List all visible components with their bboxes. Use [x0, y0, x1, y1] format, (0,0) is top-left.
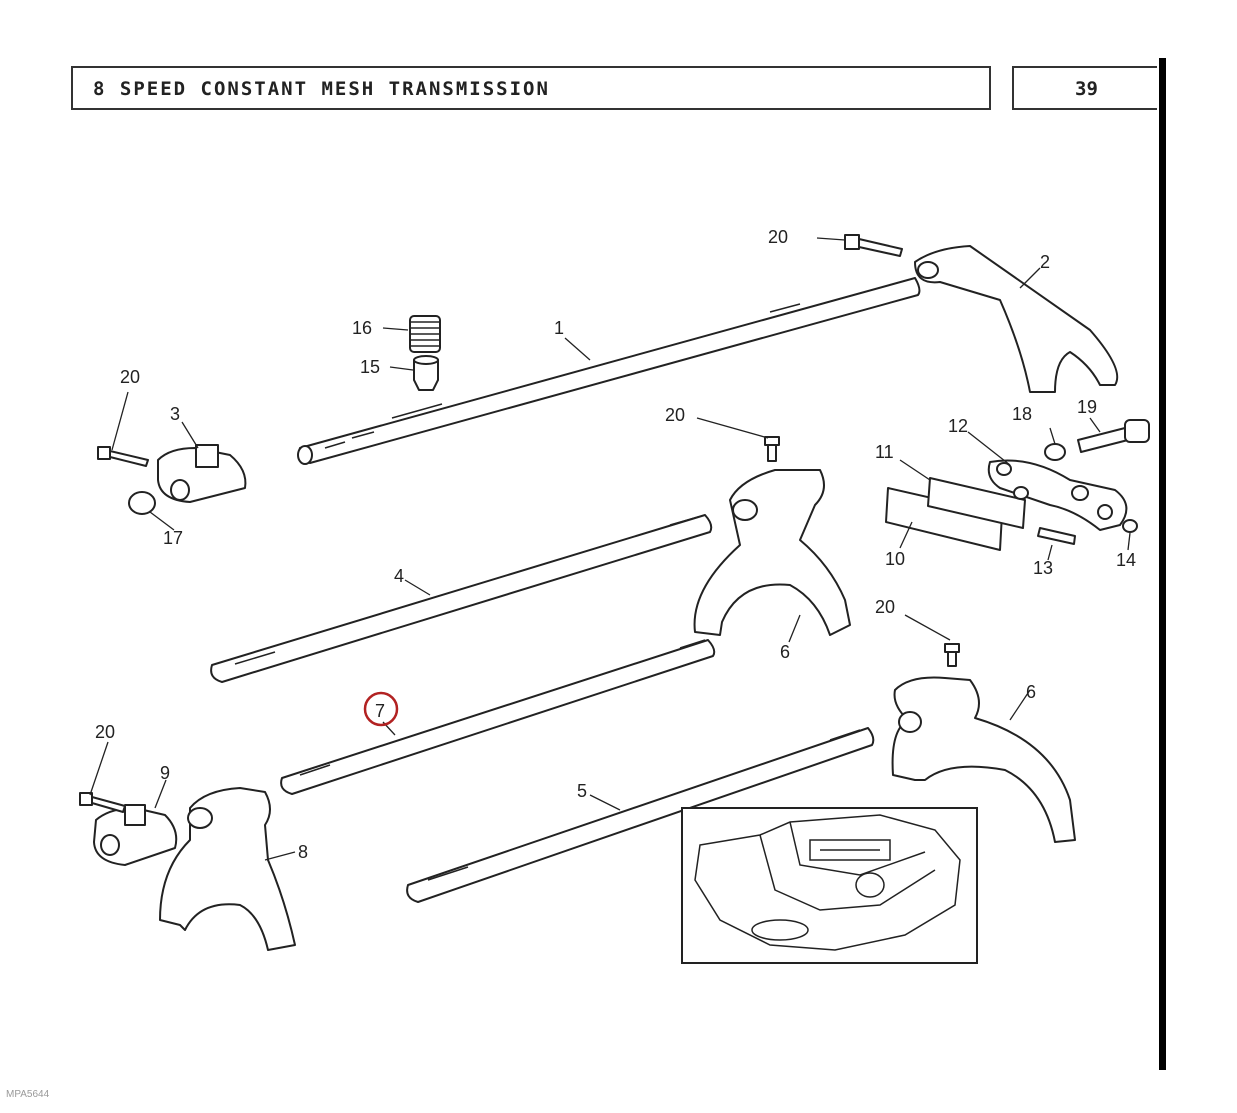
bolt-20-left-bottom[interactable] — [79, 792, 126, 813]
callout-13[interactable]: 13 — [1033, 558, 1053, 578]
shift-fork-8[interactable] — [159, 787, 296, 951]
callout-6-lower[interactable]: 6 — [1026, 682, 1036, 702]
callout-14[interactable]: 14 — [1116, 550, 1136, 570]
callout-20-left-top[interactable]: 20 — [120, 367, 140, 387]
gearbox-housing-inset[interactable] — [681, 807, 978, 964]
callout-12[interactable]: 12 — [948, 416, 968, 436]
callout-2[interactable]: 2 — [1040, 252, 1050, 272]
selector-rod-7[interactable] — [280, 639, 716, 795]
shift-fork-2[interactable] — [914, 245, 1119, 393]
callout-3[interactable]: 3 — [170, 404, 180, 424]
callout-1[interactable]: 1 — [554, 318, 564, 338]
callout-4[interactable]: 4 — [394, 566, 404, 586]
selector-lever-12[interactable] — [987, 459, 1128, 531]
callout-17[interactable]: 17 — [163, 528, 183, 548]
diagram-title-box: 8 SPEED CONSTANT MESH TRANSMISSION — [71, 66, 991, 110]
reference-code: MPA5644 — [6, 1089, 50, 1100]
detent-plunger[interactable] — [413, 355, 439, 391]
selector-rod-5[interactable] — [406, 727, 875, 903]
washer-18[interactable] — [1044, 443, 1066, 461]
shift-fork-6-upper[interactable] — [693, 469, 851, 636]
selector-rod-4[interactable] — [210, 514, 713, 683]
page-edge-bar — [1159, 58, 1166, 1070]
shift-fork-6-lower[interactable] — [891, 676, 1076, 843]
callout-10[interactable]: 10 — [885, 549, 905, 569]
washer-14[interactable] — [1122, 519, 1138, 533]
page-number: 39 — [1075, 78, 1098, 100]
callout-20-middle[interactable]: 20 — [665, 405, 685, 425]
screw-20-middle[interactable] — [764, 436, 780, 462]
callout-20-left-bottom[interactable]: 20 — [95, 722, 115, 742]
pin-13[interactable] — [1037, 527, 1076, 545]
page-number-box: 39 — [1012, 66, 1157, 110]
callout-18[interactable]: 18 — [1012, 404, 1032, 424]
selector-block-3[interactable] — [157, 444, 247, 503]
callout-9[interactable]: 9 — [160, 763, 170, 783]
callout-7[interactable]: 7 — [375, 701, 385, 721]
washer-17[interactable] — [128, 491, 156, 515]
diagram-title: 8 SPEED CONSTANT MESH TRANSMISSION — [93, 78, 550, 100]
screw-20-right[interactable] — [944, 643, 960, 667]
callout-8[interactable]: 8 — [298, 842, 308, 862]
callout-11[interactable]: 11 — [875, 442, 894, 462]
callout-20-right[interactable]: 20 — [875, 597, 895, 617]
callout-6-upper[interactable]: 6 — [780, 642, 790, 662]
callout-16[interactable]: 16 — [352, 318, 372, 338]
callout-19[interactable]: 19 — [1077, 397, 1097, 417]
selector-rod-1[interactable] — [297, 277, 921, 465]
bolt-20-top[interactable] — [844, 234, 903, 257]
callout-15[interactable]: 15 — [360, 357, 380, 377]
callout-20-top[interactable]: 20 — [768, 227, 788, 247]
bolt-20-left-top[interactable] — [97, 446, 149, 467]
selector-block-9[interactable] — [93, 804, 178, 866]
interlock-plate-11[interactable] — [927, 477, 1026, 529]
callout-7-highlight-ring — [363, 691, 399, 727]
callout-5[interactable]: 5 — [577, 781, 587, 801]
detent-spring[interactable] — [409, 315, 441, 353]
bolt-19[interactable] — [1077, 419, 1150, 453]
